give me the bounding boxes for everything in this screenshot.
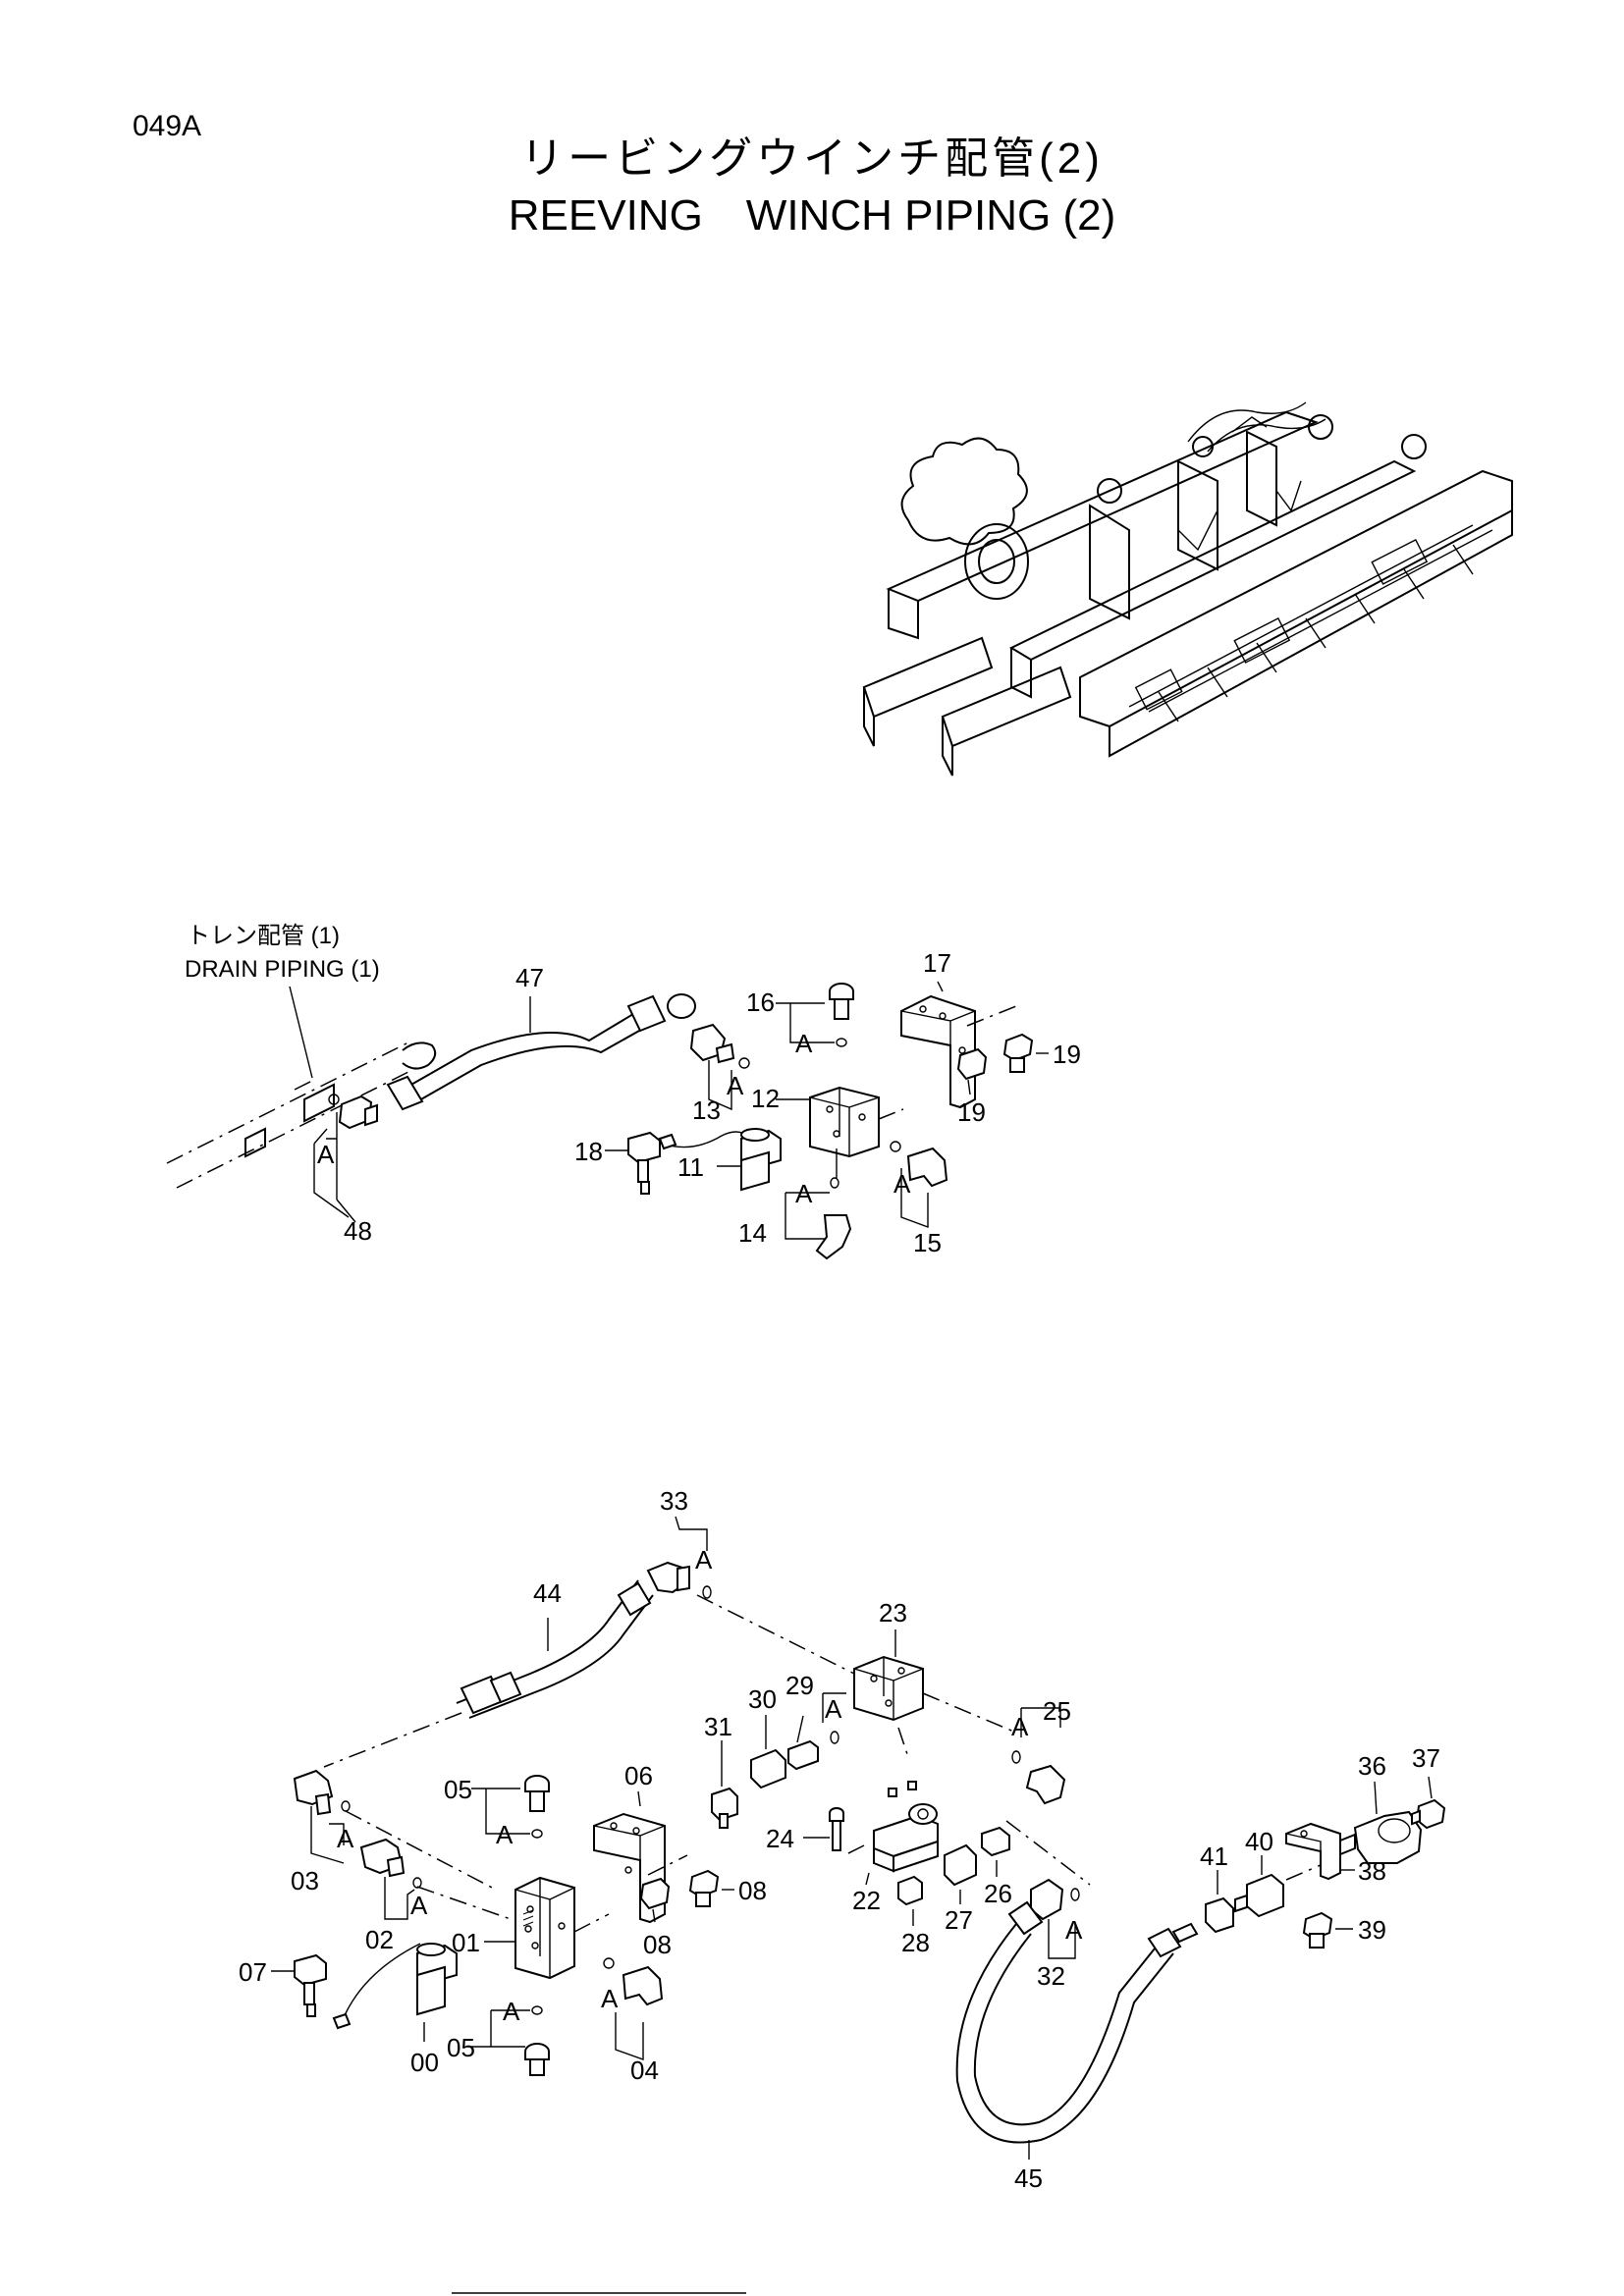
assembly-ref-a2: A xyxy=(337,1824,354,1853)
part-31-callout: 31 xyxy=(704,1712,732,1741)
part-32-callout: 32 xyxy=(1037,1961,1065,1991)
part-11-callout: 11 xyxy=(677,1152,704,1182)
part-48-callout: 48 xyxy=(344,1216,372,1246)
part-30-callout: 30 xyxy=(748,1684,777,1714)
assembly-ref-a4: A xyxy=(496,1820,514,1849)
part-06-callout: 06 xyxy=(624,1761,653,1790)
part-05-callout-lower: 05 xyxy=(447,2033,475,2062)
assembly-ref-a1: A xyxy=(695,1545,713,1575)
assembly-ref-a2: A xyxy=(727,1071,744,1100)
part-17-callout: 17 xyxy=(923,948,951,978)
part-33-callout: 33 xyxy=(660,1486,688,1516)
assembly-ref-a5: A xyxy=(893,1169,911,1199)
part-05-callout-upper: 05 xyxy=(444,1775,472,1804)
part-44-callout: 44 xyxy=(533,1578,562,1608)
assembly-ref-a8: A xyxy=(1011,1712,1029,1741)
lower-assembly: 33 A 44 A 03 A 02 xyxy=(239,1486,1446,2193)
assembly-ref-a6: A xyxy=(601,1984,619,2013)
part-47-callout: 47 xyxy=(515,963,544,992)
assembly-ref-a5: A xyxy=(503,1997,520,2026)
assembly-ref-a1: A xyxy=(317,1140,335,1169)
part-02-callout: 02 xyxy=(365,1925,394,1954)
part-26-callout: 26 xyxy=(984,1879,1012,1908)
part-00-callout: 00 xyxy=(410,2048,439,2077)
part-15-callout: 15 xyxy=(913,1228,942,1257)
part-19-callout-upper: 19 xyxy=(1053,1040,1081,1069)
title-japanese: リービングウインチ配管(2) xyxy=(520,134,1104,183)
reference-label-en: DRAIN PIPING (1) xyxy=(185,956,380,983)
assembly-ref-a3: A xyxy=(795,1029,813,1058)
part-29-callout: 29 xyxy=(785,1671,814,1700)
assembly-ref-a4: A xyxy=(795,1179,813,1208)
part-25-callout: 25 xyxy=(1043,1696,1071,1726)
part-23-callout: 23 xyxy=(879,1598,907,1628)
assembly-ref-a3: A xyxy=(410,1891,428,1920)
part-08-callout-upper: 08 xyxy=(738,1876,767,1905)
part-03-callout: 03 xyxy=(291,1866,319,1896)
reference-label-jp: トレン配管 (1) xyxy=(187,923,340,949)
part-24-callout: 24 xyxy=(766,1824,794,1853)
part-39-callout: 39 xyxy=(1358,1915,1386,1945)
part-19-callout-lower: 19 xyxy=(957,1097,986,1127)
part-28-callout: 28 xyxy=(901,1928,930,1957)
part-41-callout: 41 xyxy=(1200,1842,1228,1871)
part-18-callout: 18 xyxy=(574,1137,603,1166)
part-16-callout: 16 xyxy=(746,988,775,1017)
part-04-callout: 04 xyxy=(630,2056,659,2085)
part-07-callout: 07 xyxy=(239,1957,267,1987)
part-27-callout: 27 xyxy=(945,1905,973,1935)
part-45-callout: 45 xyxy=(1014,2163,1043,2193)
part-08-callout-lower: 08 xyxy=(643,1930,672,1959)
page-number: 049A xyxy=(133,110,202,142)
part-12-callout: 12 xyxy=(751,1084,780,1113)
part-37-callout: 37 xyxy=(1412,1743,1440,1773)
part-40-callout: 40 xyxy=(1245,1827,1273,1856)
part-13-callout: 13 xyxy=(692,1095,721,1125)
upper-assembly: トレン配管 (1) DRAIN PIPING (1) A 48 47 A 13 xyxy=(166,923,1081,1260)
machine-overview-illustration xyxy=(862,401,1513,776)
assembly-ref-a7: A xyxy=(825,1694,842,1724)
part-22-callout: 22 xyxy=(852,1886,881,1915)
title-english: REEVING WINCH PIPING (2) xyxy=(508,191,1116,240)
part-36-callout: 36 xyxy=(1358,1751,1386,1781)
assembly-ref-a9: A xyxy=(1065,1915,1083,1945)
part-14-callout: 14 xyxy=(738,1218,767,1248)
